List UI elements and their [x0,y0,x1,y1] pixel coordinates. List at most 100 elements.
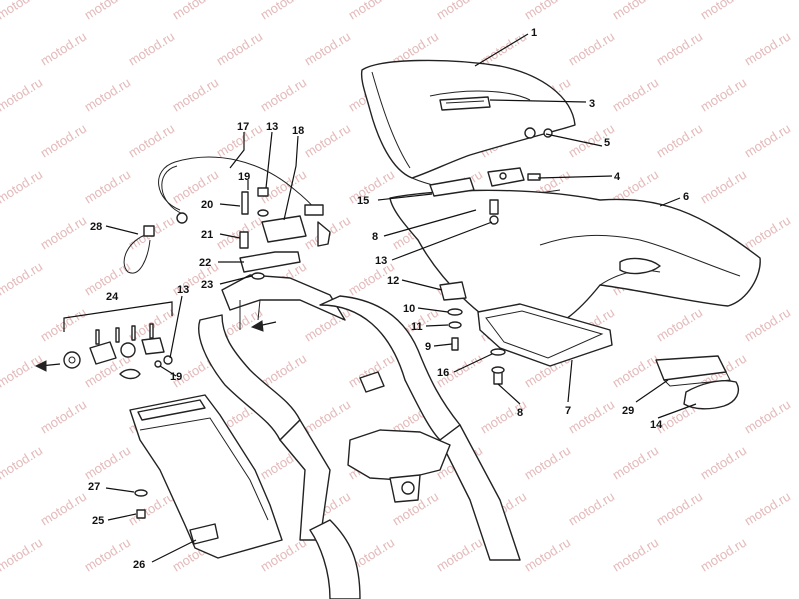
seat-lock-assembly-parts [63,323,173,380]
callout-8-upper: 8 [372,231,378,243]
callout-21: 21 [201,229,213,241]
watermark-text: motod.ru [654,29,705,69]
watermark-text: motod.ru [0,259,45,299]
callout-12: 12 [387,275,399,287]
watermark-text: motod.ru [346,0,397,23]
watermark-text: motod.ru [0,443,45,483]
watermark-text: motod.ru [38,29,89,69]
watermark-text: motod.ru [610,535,661,575]
watermark-text: motod.ru [654,121,705,161]
watermark-text: motod.ru [0,0,45,23]
watermark-text: motod.ru [82,167,133,207]
callout-10: 10 [403,303,415,315]
callout-13-cable: 13 [266,121,278,133]
watermark-text: motod.ru [610,75,661,115]
callout-15: 15 [357,195,369,207]
watermark-text: motod.ru [698,443,749,483]
callout-13-lock: 13 [177,284,189,296]
watermark-text: motod.ru [522,0,573,23]
watermark-text: motod.ru [698,535,749,575]
callout-25: 25 [92,515,104,527]
callout-14: 14 [650,419,663,431]
watermark-text: motod.ru [214,29,265,69]
watermark-text: motod.ru [170,75,221,115]
callout-3: 3 [589,98,595,110]
watermark-text: motod.ru [302,29,353,69]
watermark-text: motod.ru [742,121,793,161]
watermark-text: motod.ru [434,0,485,23]
watermark-text: motod.ru [38,397,89,437]
watermark-text: motod.ru [522,535,573,575]
watermark-text: motod.ru [38,213,89,253]
watermark-text: motod.ru [0,167,45,207]
watermark-text: motod.ru [0,535,45,575]
watermark-text: motod.ru [566,397,617,437]
callout-22: 22 [199,257,211,269]
watermark-text: motod.ru [38,121,89,161]
watermark-text: motod.ru [654,489,705,529]
callout-23: 23 [201,279,213,291]
watermark-text: motod.ru [346,167,397,207]
callout-18: 18 [292,125,304,137]
watermark-text: motod.ru [742,397,793,437]
watermark-text: motod.ru [434,535,485,575]
watermark-text: motod.ru [698,75,749,115]
callout-9: 9 [425,341,431,353]
watermark-text: motod.ru [258,167,309,207]
callout-8-lower: 8 [517,407,523,419]
watermark-text: motod.ru [302,397,353,437]
watermark-text: motod.ru [126,29,177,69]
callout-26: 26 [133,559,145,571]
watermark-text: motod.ru [610,443,661,483]
tool-kit-parts [655,355,740,410]
callout-5: 5 [604,137,610,149]
callout-24: 24 [106,291,119,303]
direction-arrows [34,320,277,372]
watermark-text: motod.ru [522,443,573,483]
callout-1: 1 [531,27,537,39]
watermark-text: motod.ru [566,29,617,69]
callout-19-lower: 19 [170,371,182,383]
watermark-text: motod.ru [258,0,309,23]
watermark-text: motod.ru [698,0,749,23]
callout-7: 7 [565,405,571,417]
watermark-text: motod.ru [698,167,749,207]
watermark-text: motod.ru [742,489,793,529]
callout-17: 17 [237,121,249,133]
callout-19-upper: 19 [238,171,250,183]
watermark-text: motod.ru [742,29,793,69]
under-tray-part [129,394,283,559]
watermark-text: motod.ru [566,489,617,529]
watermark-text: motod.ru [38,305,89,345]
watermark-text: motod.ru [0,351,45,391]
watermark-text: motod.ru [82,0,133,23]
callout-20: 20 [201,199,213,211]
callout-28: 28 [90,221,102,233]
callout-labels: 1 3 5 4 6 15 8 13 12 10 11 9 16 8 7 29 1… [88,27,689,571]
callout-29: 29 [622,405,634,417]
callout-6: 6 [683,191,689,203]
watermark-text: motod.ru [742,213,793,253]
watermark-text: motod.ru [258,75,309,115]
watermark-text: motod.ru [170,0,221,23]
watermark-text: motod.ru [82,75,133,115]
group-bracket-24 [63,301,173,332]
watermark-text: motod.ru [610,0,661,23]
callout-27: 27 [88,481,100,493]
watermark-text: motod.ru [170,167,221,207]
tray-part [439,281,613,385]
callout-16: 16 [437,367,449,379]
watermark-text: motod.ru [610,351,661,391]
watermark-text: motod.ru [302,121,353,161]
helmet-lanyard-part [123,225,155,274]
subframe-part [198,274,521,599]
watermark-text: motod.ru [82,535,133,575]
seat-lock-parts [429,167,541,225]
watermark-text: motod.ru [38,489,89,529]
seat-release-cable-parts [158,156,331,280]
callout-13-seat: 13 [375,255,387,267]
callout-11: 11 [411,321,423,333]
watermark-text: motod.ru [742,305,793,345]
